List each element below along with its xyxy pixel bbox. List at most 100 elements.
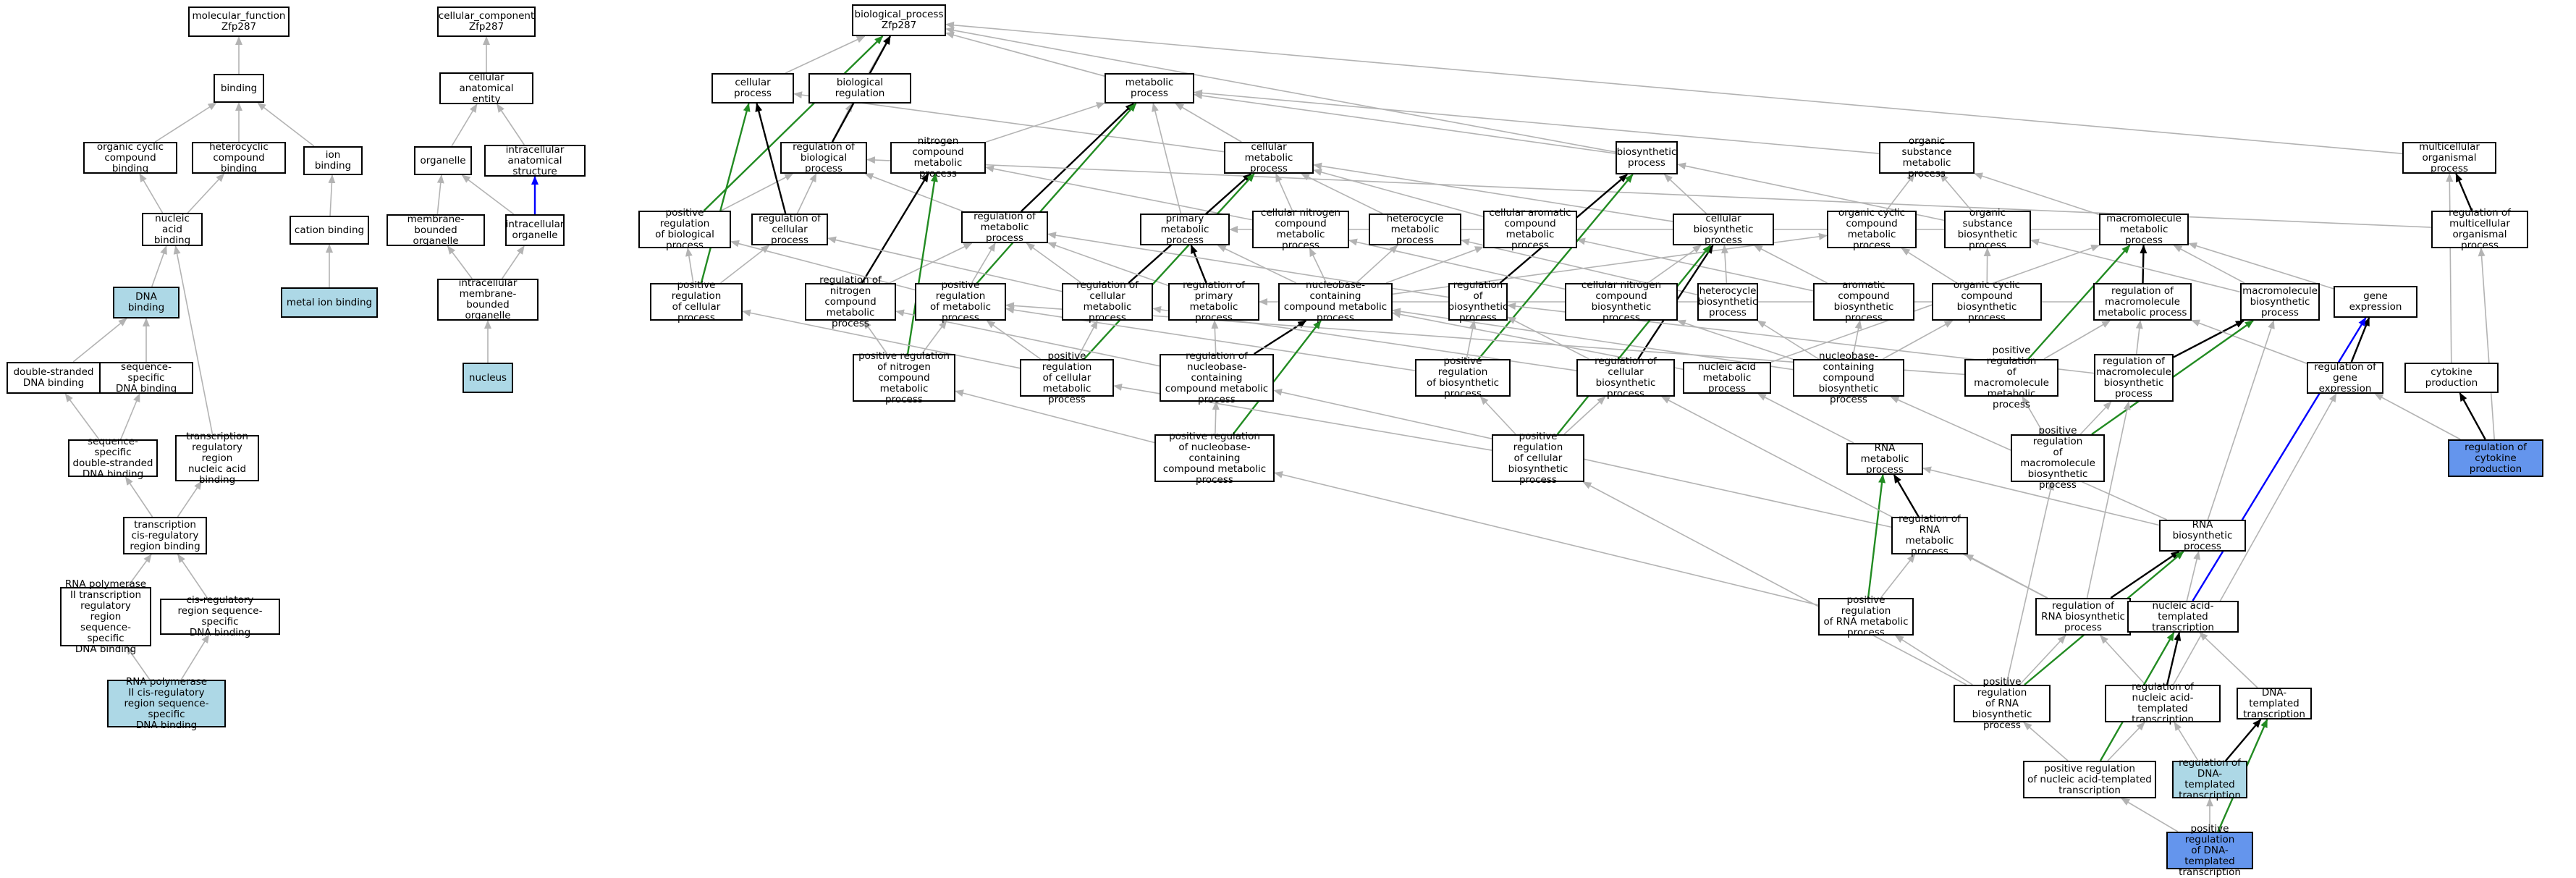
go-term-node: gene expression	[2334, 286, 2417, 318]
go-term-node: nucleobase-containing compound biosynthe…	[1793, 359, 1904, 397]
go-term-node: positive regulation of metabolic process	[915, 283, 1006, 321]
go-term-node: regulation of nucleic acid-templated tra…	[2105, 685, 2221, 722]
is-a-edge	[688, 248, 693, 283]
is-a-edge	[1175, 104, 1241, 142]
is-a-edge	[721, 245, 769, 283]
regulates-edge	[1894, 475, 1919, 517]
go-term-node: RNA biosynthetic process	[2159, 520, 2246, 552]
go-term-node: regulation of primary metabolic process	[1168, 283, 1259, 321]
go-term-node: positive regulation of biological proces…	[638, 211, 731, 248]
go-term-node: positive regulation of cellular biosynth…	[1492, 434, 1584, 482]
go-term-node: cellular anatomical entity	[439, 72, 533, 104]
is-a-edge	[65, 394, 99, 439]
is-a-edge	[176, 246, 213, 435]
is-a-edge	[2137, 321, 2140, 354]
go-term-node: regulation of nitrogen compound metaboli…	[805, 283, 896, 321]
go-term-node: positive regulation of biosynthetic proc…	[1415, 359, 1511, 397]
is-a-edge	[1153, 104, 1181, 214]
go-term-node: cytokine production	[2404, 363, 2499, 393]
go-term-node: heterocyclic compound binding	[192, 142, 286, 174]
is-a-edge	[1662, 397, 2047, 598]
go-term-node: intracellular organelle	[505, 214, 565, 246]
is-a-edge	[2189, 243, 2334, 289]
is-a-edge	[2108, 722, 2145, 761]
go-term-node: biosynthetic process	[1616, 141, 1678, 174]
go-term-node: nucleus	[463, 363, 513, 393]
go-term-node: regulation of RNA metabolic process	[1891, 517, 1968, 554]
is-a-edge	[462, 175, 513, 214]
is-a-edge	[437, 175, 442, 214]
go-term-node: transcription cis-regulatory region bind…	[123, 517, 207, 554]
go-term-node: biological regulation	[808, 73, 911, 104]
go-term-node: cellular process	[711, 73, 794, 104]
is-a-edge	[140, 174, 163, 213]
go-term-node: positive regulation of RNA biosynthetic …	[1954, 685, 2051, 722]
is-a-edge	[1026, 243, 1081, 283]
go-term-node: nucleic acid metabolic process	[1683, 362, 1771, 394]
is-a-edge	[1724, 245, 1726, 283]
go-term-node: organic substance biosynthetic process	[1944, 211, 2031, 248]
is-a-edge	[2208, 321, 2273, 520]
go-term-node: positive regulation of nitrogen compound…	[853, 354, 955, 402]
go-term-node: organic cyclic compound binding	[83, 142, 177, 174]
go-term-node: regulation of multicellular organismal p…	[2431, 211, 2528, 248]
regulates-edge	[2460, 393, 2486, 439]
is-a-edge	[1564, 397, 1605, 434]
is-a-edge	[497, 104, 525, 145]
is-a-edge	[330, 175, 332, 216]
positively-regulates-edge	[977, 104, 1136, 283]
is-a-edge	[181, 635, 208, 680]
go-term-node: membrane-bounded organelle	[387, 214, 485, 246]
is-a-edge	[258, 103, 314, 146]
go-term-node: molecular_function Zfp287	[188, 7, 290, 37]
is-a-edge	[2100, 636, 2145, 685]
regulates-edge	[862, 174, 929, 283]
go-term-node: double-stranded DNA binding	[7, 362, 101, 394]
go-term-node: macromolecule metabolic process	[2099, 214, 2189, 245]
go-term-node: DNA binding	[113, 287, 180, 318]
is-a-edge	[1276, 174, 1293, 211]
go-term-node: macromolecule biosynthetic process	[2240, 283, 2320, 321]
positively-regulates-edge	[1558, 245, 1710, 434]
go-term-node: regulation of cytokine production	[2448, 439, 2543, 477]
go-term-node: regulation of macromolecule biosynthetic…	[2094, 354, 2174, 402]
go-term-node: cellular aromatic compound metabolic pro…	[1483, 211, 1577, 248]
is-a-edge	[1356, 245, 1398, 283]
is-a-edge	[1215, 321, 1216, 354]
is-a-edge	[1754, 245, 1828, 283]
is-a-edge	[797, 174, 816, 214]
is-a-edge	[2375, 394, 2460, 439]
go-term-node: organic substance metabolic process	[1879, 142, 1975, 174]
is-a-edge	[890, 243, 972, 283]
go-term-node: positive regulation of macromolecule met…	[1964, 359, 2058, 397]
regulates-edge	[2226, 719, 2260, 761]
is-a-edge	[2192, 321, 2307, 364]
regulates-edge	[2352, 318, 2369, 362]
go-term-node: cellular metabolic process	[1224, 142, 1314, 174]
is-a-edge	[2200, 633, 2258, 688]
go-term-node: sequence-specific double-stranded DNA bi…	[68, 439, 158, 477]
positively-regulates-edge	[704, 36, 883, 211]
go-term-node: regulation of RNA biosynthetic process	[2035, 598, 2131, 636]
go-term-node: DNA-templated transcription	[2237, 688, 2312, 719]
positively-regulates-edge	[1084, 174, 1254, 359]
is-a-edge	[2174, 722, 2198, 761]
go-term-node: RNA metabolic process	[1846, 443, 1923, 475]
go-term-node: regulation of biosynthetic process	[1448, 283, 1508, 321]
go-term-node: positive regulation of RNA metabolic pro…	[1818, 598, 1914, 636]
go-term-node: sequence-specific DNA binding	[99, 362, 193, 394]
is-a-edge	[1583, 482, 1966, 685]
go-term-node: aromatic compound biosynthetic process	[1813, 283, 1914, 321]
go-term-node: nitrogen compound metabolic process	[890, 142, 986, 174]
regulates-edge	[2143, 245, 2144, 283]
is-a-edge	[1880, 554, 1914, 598]
positively-regulates-edge	[1868, 475, 1883, 598]
go-term-node: organelle	[414, 146, 472, 175]
is-a-edge	[1480, 397, 1516, 434]
is-a-edge	[502, 246, 524, 279]
go-term-node: regulation of cellular process	[751, 214, 828, 245]
go-term-node: positive regulation of nucleobase-contai…	[1154, 434, 1275, 482]
go-term-node: binding	[214, 74, 264, 103]
regulates-edge	[1191, 245, 1207, 283]
